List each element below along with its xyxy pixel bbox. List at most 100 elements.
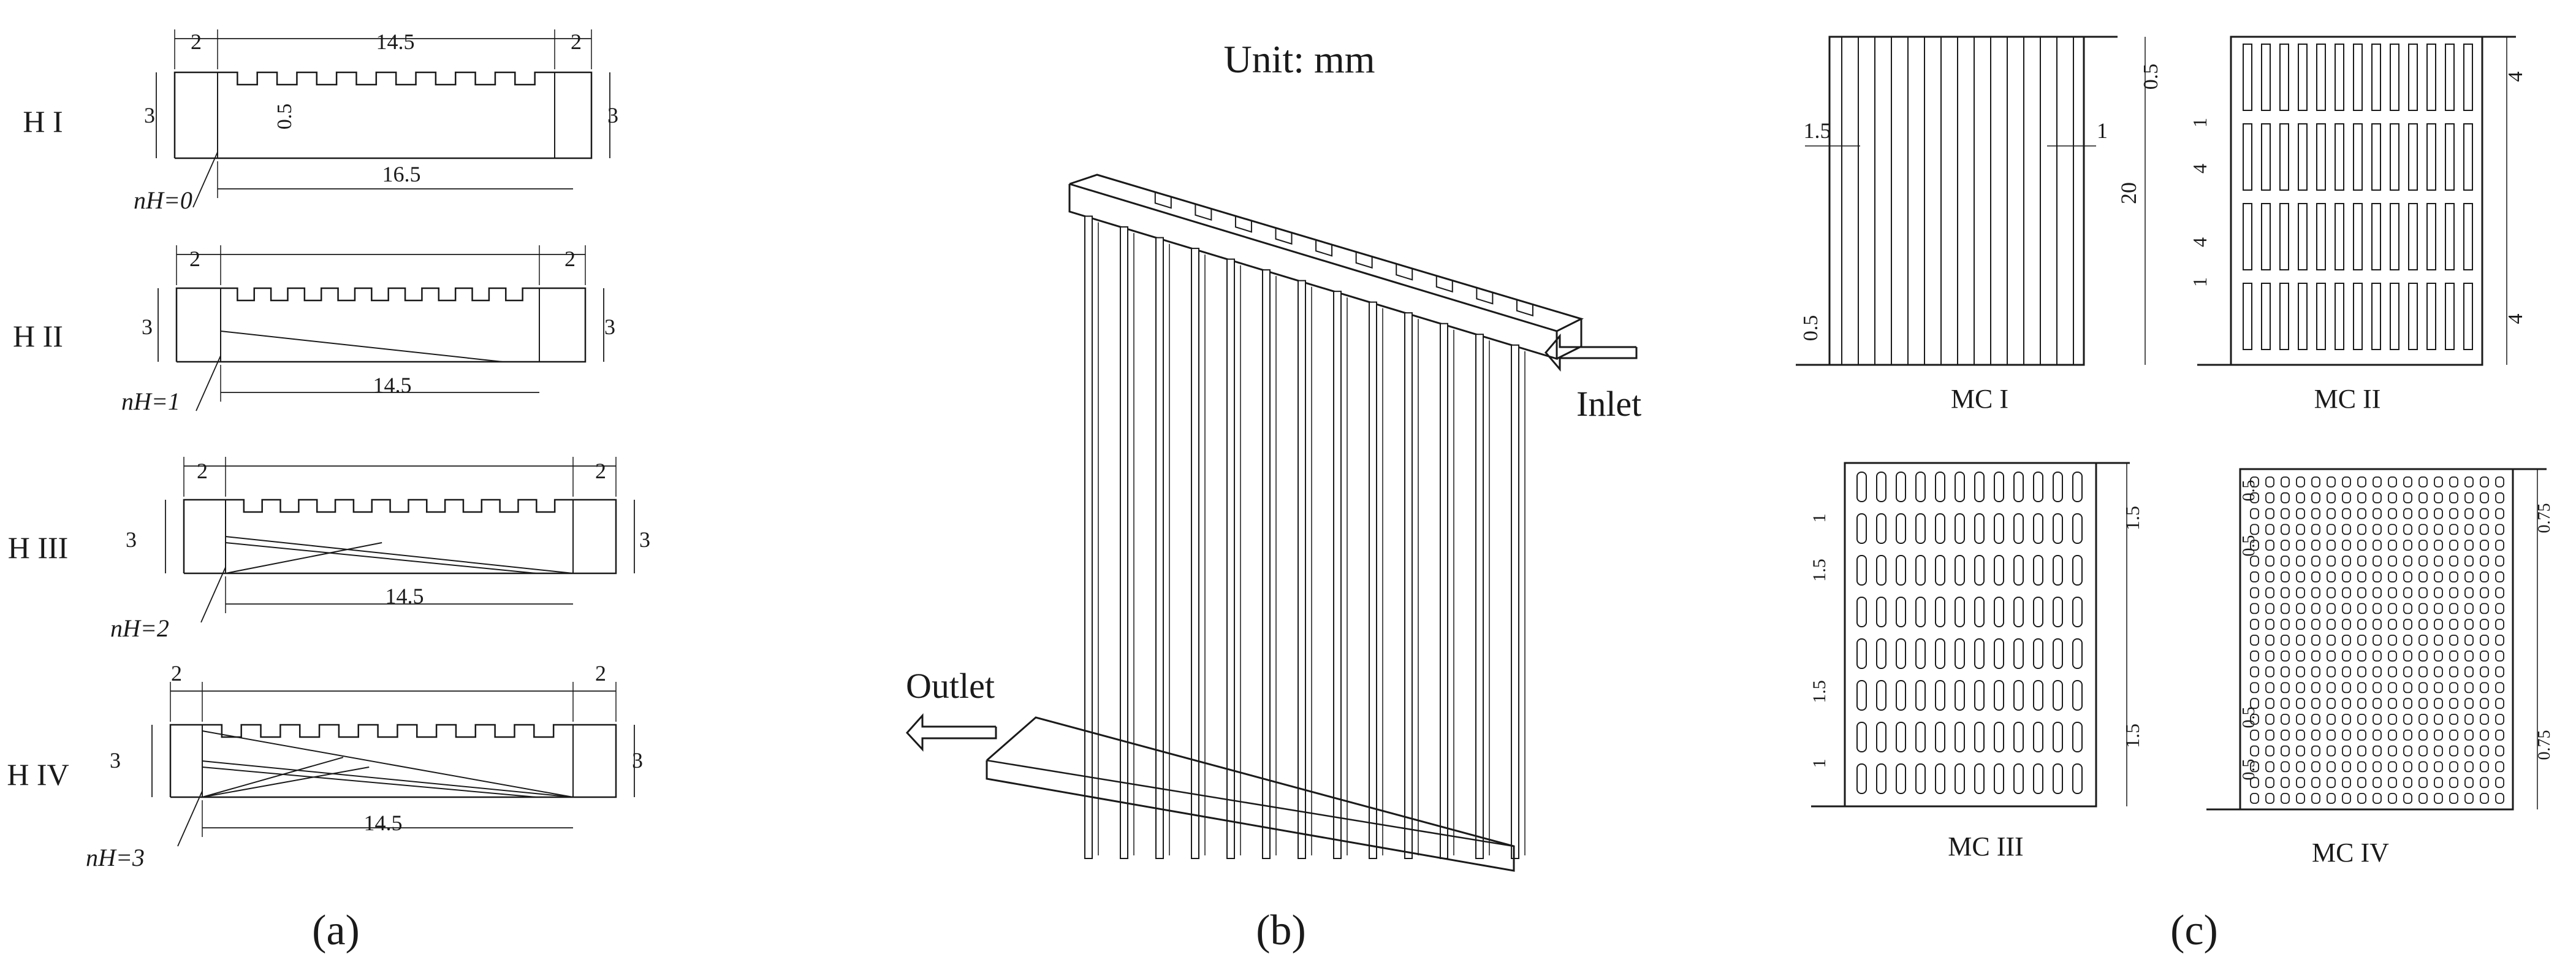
mc4-pin [2449, 698, 2458, 709]
mc4-pin [2373, 603, 2382, 614]
mc4-pin [2434, 635, 2443, 646]
mc4-pin [2403, 698, 2412, 709]
mc4-pin [2296, 793, 2305, 804]
mc4-pin [2434, 587, 2443, 598]
mc4-pin [2281, 635, 2290, 646]
mc4-pin [2464, 524, 2474, 535]
mc3-slot [1876, 555, 1886, 586]
mc4-pin [2495, 761, 2504, 773]
wedge-line [202, 730, 574, 798]
mc4-pin [2449, 761, 2458, 773]
mc4-pin [2434, 714, 2443, 725]
mc3-slot [1876, 472, 1886, 502]
mc4-pin [2281, 745, 2290, 757]
mc2-slot [2279, 44, 2289, 111]
mc2-slot [2463, 283, 2473, 350]
mc4-pin [2250, 793, 2259, 804]
mc2-slot [2371, 123, 2381, 191]
dim-h1-end-right: 2 [571, 29, 582, 54]
mc3-slot [1994, 722, 2004, 752]
mc4-pin [2373, 698, 2382, 709]
mc4-pin [2464, 587, 2474, 598]
mc2-slot [2390, 123, 2399, 191]
dim-mc3-4: 1 [1809, 759, 1829, 768]
mc4-pin [2342, 603, 2351, 614]
mc3-slot [2072, 722, 2083, 752]
dim-h2-bottom: 14.5 [373, 373, 412, 397]
mc4-pin [2449, 492, 2458, 503]
inlet-manifold-top [1069, 174, 1584, 332]
inlet-groove [1315, 240, 1333, 257]
dim-mc2-6: 4 [2504, 314, 2527, 324]
mc4-pin [2418, 619, 2428, 630]
mc2-slot [2426, 203, 2436, 270]
mc2-slot [2390, 283, 2399, 350]
mc4-pin [2357, 619, 2366, 630]
mc4-pin [2388, 682, 2397, 694]
mc3-slot [1915, 638, 1926, 669]
mc3-slot [2072, 680, 2083, 711]
mc4-pin [2357, 698, 2366, 709]
mc4-pin [2296, 524, 2305, 535]
mc4-pin [2311, 777, 2320, 789]
channel-plate [1511, 344, 1519, 859]
mc4-pin [2250, 682, 2259, 694]
dim-h4-height-left: 3 [110, 748, 121, 773]
mc3-slot [1876, 680, 1886, 711]
dim-mc3-5: 1.5 [1809, 680, 1829, 703]
mc4-pin [2281, 476, 2290, 487]
mc4-pin [2250, 571, 2259, 583]
mc4-pin [2327, 476, 2336, 487]
mc4-pin [2342, 492, 2351, 503]
mc3-slot [2013, 638, 2024, 669]
mc4-pin [2403, 745, 2412, 757]
mc4-pin [2418, 666, 2428, 678]
mc4-pin [2327, 603, 2336, 614]
mc2-slot [2298, 203, 2308, 270]
mc4-pin [2495, 729, 2504, 741]
unit-label: Unit: mm [1223, 37, 1375, 81]
mc4-pin [2464, 540, 2474, 551]
mc4-pin [2265, 745, 2274, 757]
mc4-pin [2403, 777, 2412, 789]
mc3-slot [1974, 763, 1985, 794]
mc4-pin [2265, 619, 2274, 630]
mc2-slot [2371, 44, 2381, 111]
mc3-slot [1915, 722, 1926, 752]
mc4-pin [2357, 793, 2366, 804]
dim-h1-end-left: 2 [191, 29, 202, 54]
mc4-pin [2388, 666, 2397, 678]
mc4-pin [2327, 729, 2336, 741]
mc2-slot [2426, 283, 2436, 350]
mc3-slot [1994, 472, 2004, 502]
channel-plate [1333, 291, 1342, 859]
mc3-slot [1974, 513, 1985, 544]
mc3-slot [2072, 472, 2083, 502]
mc4-pin [2495, 571, 2504, 583]
channel-plate [1084, 215, 1093, 859]
mc4-pin [2281, 777, 2290, 789]
mc4-pin [2434, 571, 2443, 583]
mc4-pin [2418, 698, 2428, 709]
panel-c-microchannels [1796, 36, 2547, 811]
inlet-groove [1355, 251, 1373, 269]
mc4-pin [2480, 650, 2489, 662]
mc4-pin [2281, 729, 2290, 741]
mc4-pin [2449, 556, 2458, 567]
mc4-pin [2250, 761, 2259, 773]
mc3-slot [1994, 680, 2004, 711]
mc3-slot [2013, 513, 2024, 544]
mc4-pin [2403, 650, 2412, 662]
mc4-pin [2281, 698, 2290, 709]
mc3-slot [1955, 763, 1965, 794]
mc4-pin [2250, 698, 2259, 709]
mc4-pin [2250, 745, 2259, 757]
channel-plate [1262, 269, 1271, 859]
mc4-pin [2464, 729, 2474, 741]
mc4-pin [2388, 476, 2397, 487]
mc3-slot [1974, 722, 1985, 752]
dim-h3-height-right: 3 [639, 527, 650, 552]
mc2-slot [2408, 283, 2418, 350]
mc4-pin [2281, 793, 2290, 804]
mc4-pin [2480, 635, 2489, 646]
